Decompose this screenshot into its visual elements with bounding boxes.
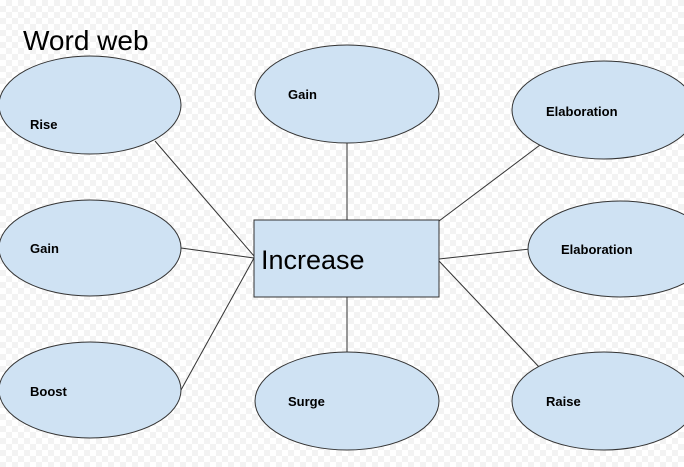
- node-label: Elaboration: [546, 104, 618, 119]
- node-ellipse: [254, 44, 440, 144]
- connector-rise: [154, 140, 255, 257]
- node-label: Gain: [30, 241, 59, 256]
- node-label: Elaboration: [561, 242, 633, 257]
- node-gain-left[interactable]: Gain: [0, 199, 182, 297]
- node-label: Boost: [30, 384, 68, 399]
- center-box: [253, 219, 440, 298]
- connector-gain-left: [180, 247, 255, 259]
- node-ellipse: [0, 199, 182, 297]
- node-rise[interactable]: Rise: [0, 55, 182, 155]
- node-ellipse: [527, 200, 684, 298]
- node-ellipse: [0, 341, 182, 439]
- connector-elaboration-top: [438, 144, 541, 222]
- node-ellipse: [511, 60, 684, 160]
- node-gain-top[interactable]: Gain: [254, 44, 440, 144]
- node-label: Gain: [288, 87, 317, 102]
- node-surge[interactable]: Surge: [254, 351, 440, 451]
- connector-raise: [438, 260, 541, 369]
- node-ellipse: [0, 55, 182, 155]
- node-label: Raise: [546, 394, 581, 409]
- node-label: Surge: [288, 394, 325, 409]
- node-ellipse: [511, 351, 684, 451]
- node-raise[interactable]: Raise: [511, 351, 684, 451]
- node-ellipse: [254, 351, 440, 451]
- node-elaboration-top[interactable]: Elaboration: [511, 60, 684, 160]
- node-elaboration-middle[interactable]: Elaboration: [527, 200, 684, 298]
- node-boost[interactable]: Boost: [0, 341, 182, 439]
- center-label: Increase: [261, 245, 365, 275]
- connector-elaboration-middle: [438, 248, 531, 260]
- center-node[interactable]: Increase: [253, 219, 440, 298]
- connector-boost: [180, 257, 255, 391]
- page-title: Word web: [23, 25, 149, 56]
- node-label: Rise: [30, 117, 57, 132]
